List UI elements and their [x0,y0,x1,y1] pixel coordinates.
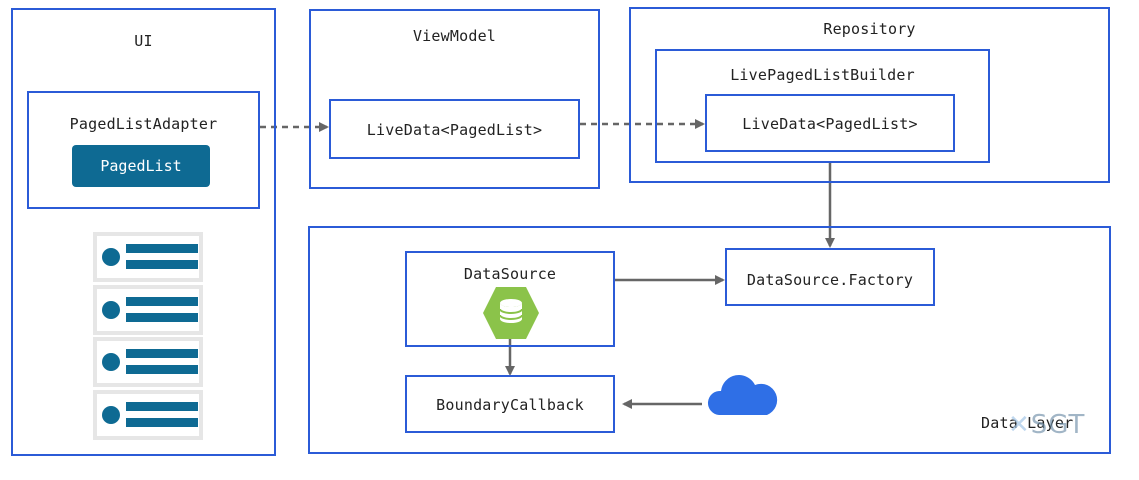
paged-list-button[interactable]: PagedList [72,145,210,187]
ui-title: UI [134,32,153,50]
datasource-factory-label: DataSource.Factory [746,271,914,289]
ui-panel: UI [11,8,276,456]
cloud-icon [707,375,778,415]
list-item [93,285,203,335]
watermark-x-icon: ✕ [1008,410,1031,440]
repository-livedata-label: LiveData<PagedList> [742,115,918,133]
list-line [126,313,198,322]
list-item [93,337,203,387]
avatar-dot [102,301,120,319]
viewmodel-livedata-box: LiveData<PagedList> [329,99,580,159]
list-line [126,402,198,411]
database-icon [483,287,539,339]
list-item [93,390,203,440]
datasource-label: DataSource [463,265,557,283]
paged-list-adapter-box: PagedListAdapter [27,91,260,209]
boundary-callback-box: BoundaryCallback [405,375,615,433]
live-paged-list-builder-label: LivePagedListBuilder [730,66,915,84]
live-paged-list-builder-box: LivePagedListBuilder [655,49,990,163]
list-line [126,365,198,374]
list-line [126,349,198,358]
watermark-text: SGT [1030,410,1086,440]
boundary-callback-label: BoundaryCallback [436,396,584,414]
repository-panel: Repository [629,7,1110,183]
list-line [126,244,198,253]
repository-livedata-box: LiveData<PagedList> [705,94,955,152]
data-layer-panel: Data Layer [308,226,1111,454]
avatar-dot [102,406,120,424]
watermark-logo: ✕SGT [1008,410,1085,440]
list-line [126,260,198,269]
viewmodel-livedata-label: LiveData<PagedList> [366,121,543,139]
avatar-dot [102,248,120,266]
viewmodel-panel: ViewModel [309,9,600,189]
repository-title: Repository [823,20,916,38]
list-line [126,297,198,306]
data-layer-title: Data Layer [981,414,1074,432]
list-line [126,418,198,427]
avatar-dot [102,353,120,371]
list-item [93,232,203,282]
datasource-factory-box: DataSource.Factory [725,248,935,306]
datasource-box: DataSource [405,251,615,347]
paged-list-adapter-label: PagedListAdapter [69,115,218,133]
viewmodel-title: ViewModel [412,27,497,45]
